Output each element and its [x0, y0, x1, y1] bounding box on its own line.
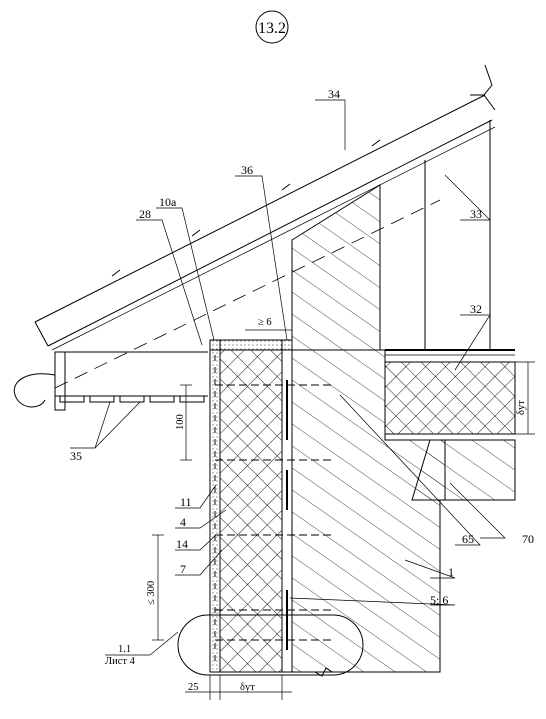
callout-4: 4 — [180, 515, 186, 529]
reference-sheet: Лист 4 — [105, 656, 136, 667]
dim-insulation: δут — [240, 682, 255, 693]
callout-35: 35 — [70, 449, 82, 463]
break-mark-top — [483, 64, 496, 111]
sheet-number: 13.2 — [255, 10, 289, 44]
callout-1: 1 — [448, 565, 454, 579]
callout-10a: 10a — [159, 195, 177, 209]
callout-5-6: 5; 6 — [430, 593, 448, 607]
rafter — [424, 120, 491, 350]
anchors — [215, 384, 335, 641]
eave-soffit — [13, 351, 208, 411]
top-cap — [209, 339, 293, 351]
reference-node: 1.1 — [118, 644, 131, 655]
dim-facing: 25 — [188, 682, 199, 693]
roof-cladding — [34, 94, 496, 351]
callout-11: 11 — [180, 495, 192, 509]
callout-33: 33 — [470, 207, 482, 221]
callout-70: 70 — [522, 532, 534, 546]
dim-step: ≤ 300 — [146, 581, 157, 605]
callout-36: 36 — [241, 163, 253, 177]
callout-65: 65 — [462, 532, 474, 546]
dim-spacing: 100 — [175, 414, 186, 430]
callout-14: 14 — [176, 537, 188, 551]
callout-28: 28 — [139, 207, 151, 221]
wall-insulation — [219, 349, 283, 673]
leader-lines — [70, 99, 506, 656]
callout-34: 34 — [328, 87, 340, 101]
break-mark-bottom — [314, 667, 333, 677]
callout-7: 7 — [180, 562, 186, 576]
svg-text:13.2: 13.2 — [258, 20, 286, 37]
dim-slab: δут — [516, 400, 527, 415]
callout-32: 32 — [470, 302, 482, 316]
node-reference-outline — [177, 614, 364, 676]
roof-underlay-dashed — [54, 199, 441, 389]
dimension-lines — [152, 329, 535, 700]
dim-gap: ≥ 6 — [258, 317, 272, 328]
ceiling-insulation — [384, 361, 516, 435]
floor-slab — [411, 439, 516, 501]
